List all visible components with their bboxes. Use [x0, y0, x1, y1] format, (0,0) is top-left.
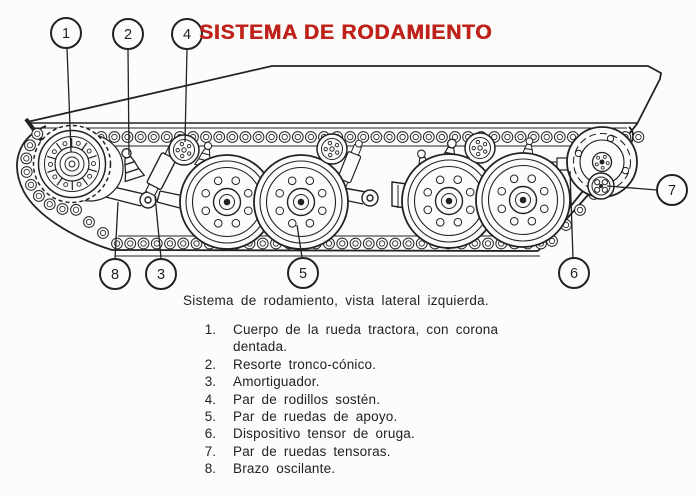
callouts: 1 2 4 8 3 5 6 7: [50, 17, 688, 290]
legend-item: 7. Par de ruedas tensoras.: [196, 443, 536, 460]
road-wheel: [475, 152, 571, 248]
legend-item: 5. Par de ruedas de apoyo.: [196, 408, 536, 425]
figure-caption: Sistema de rodamiento, vista lateral izq…: [183, 293, 489, 308]
hull-outline: [24, 65, 662, 244]
callout-6: 6: [558, 170, 590, 289]
legend-item-text: Par de ruedas tensoras.: [233, 443, 391, 459]
svg-text:2: 2: [124, 27, 132, 43]
support-roller: [464, 132, 496, 164]
idler-wheel: [566, 126, 638, 198]
running-gear-diagram: 1 2 4 8 3 5 6 7: [16, 17, 688, 290]
legend-item-text: Cuerpo de la rueda tractora, con corona …: [233, 322, 499, 355]
legend-item-number: 8.: [204, 461, 216, 477]
legend-item-text: Brazo oscilante.: [233, 461, 336, 477]
callout-3: 3: [145, 195, 177, 290]
support-roller: [316, 133, 348, 165]
svg-text:1: 1: [62, 26, 70, 42]
callout-4: 4: [171, 18, 203, 143]
callout-8: 8: [99, 201, 131, 290]
legend-item-number: 4.: [204, 391, 216, 407]
callout-7: 7: [606, 174, 688, 206]
tensor-wheel: [587, 172, 615, 200]
legend-item-text: Resorte tronco-cónico.: [233, 356, 377, 372]
legend-item: 8. Brazo oscilante.: [196, 460, 536, 477]
callout-1: 1: [50, 17, 82, 153]
support-roller: [168, 134, 200, 166]
legend-item: 6. Dispositivo tensor de oruga.: [196, 425, 536, 442]
legend-item-number: 5.: [204, 409, 216, 425]
legend-item: 1. Cuerpo de la rueda tractora, con coro…: [196, 321, 536, 356]
road-wheel: [253, 154, 349, 250]
legend-item: 2. Resorte tronco-cónico.: [196, 356, 536, 373]
legend-item: 4. Par de rodillos sostén.: [196, 391, 536, 408]
legend-item-text: Par de rodillos sostén.: [233, 391, 381, 407]
callout-2: 2: [112, 18, 144, 156]
svg-text:7: 7: [668, 183, 676, 199]
coil-spring: [121, 148, 146, 183]
svg-text:5: 5: [299, 266, 307, 282]
legend-item-number: 3.: [204, 374, 216, 390]
legend-item-number: 6.: [204, 426, 216, 442]
svg-text:6: 6: [570, 266, 578, 282]
wheels: [32, 124, 638, 250]
legend-item-text: Dispositivo tensor de oruga.: [233, 426, 415, 442]
legend-item-number: 7.: [204, 443, 216, 459]
page-title: SISTEMA DE RODAMIENTO: [199, 21, 493, 44]
road-wheel: [401, 153, 497, 249]
road-wheel: [179, 154, 275, 250]
svg-text:3: 3: [157, 267, 165, 283]
callout-5: 5: [287, 224, 319, 289]
legend-item-text: Amortiguador.: [233, 374, 320, 390]
legend-item-text: Par de ruedas de apoyo.: [233, 409, 398, 425]
drive-sprocket-wheel: [32, 124, 124, 204]
legend-item-number: 1.: [204, 322, 216, 337]
svg-text:8: 8: [111, 267, 119, 283]
legend-item-number: 2.: [204, 356, 216, 372]
legend-item: 3. Amortiguador.: [196, 373, 536, 390]
svg-text:4: 4: [183, 27, 191, 43]
legend-list: 1. Cuerpo de la rueda tractora, con coro…: [196, 321, 536, 478]
